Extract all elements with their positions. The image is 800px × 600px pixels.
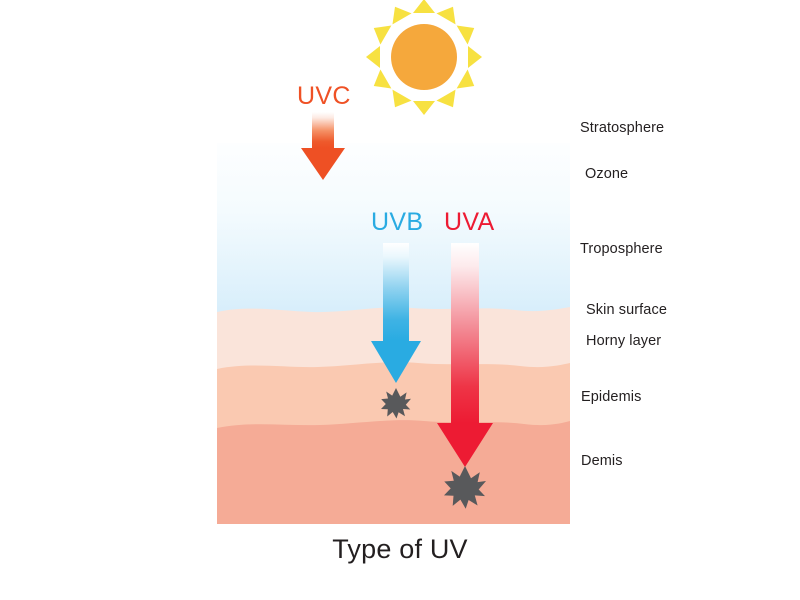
- uva-damage-icon: [444, 466, 486, 509]
- uva-arrow: [437, 243, 493, 467]
- sun-disc: [391, 24, 457, 90]
- uvc-arrow: [301, 112, 345, 180]
- figure-caption: Type of UV: [332, 534, 468, 564]
- uvb-arrow: [371, 243, 421, 383]
- uvb-damage-icon: [381, 388, 411, 419]
- sun-icon: [366, 0, 482, 115]
- annotation-stratosphere: Stratosphere: [580, 120, 665, 136]
- annotation-dermis: Demis: [581, 453, 623, 469]
- dermis-layer: [217, 420, 570, 524]
- annotation-epidermis: Epidemis: [581, 389, 642, 405]
- uva-label: UVA: [444, 208, 495, 236]
- uvb-label: UVB: [371, 208, 424, 236]
- annotation-skin-surface: Skin surface: [586, 302, 667, 318]
- annotation-horny-layer: Horny layer: [586, 333, 662, 349]
- annotation-ozone: Ozone: [585, 166, 629, 182]
- annotation-troposphere: Troposphere: [580, 241, 663, 257]
- uvc-label: UVC: [297, 82, 351, 110]
